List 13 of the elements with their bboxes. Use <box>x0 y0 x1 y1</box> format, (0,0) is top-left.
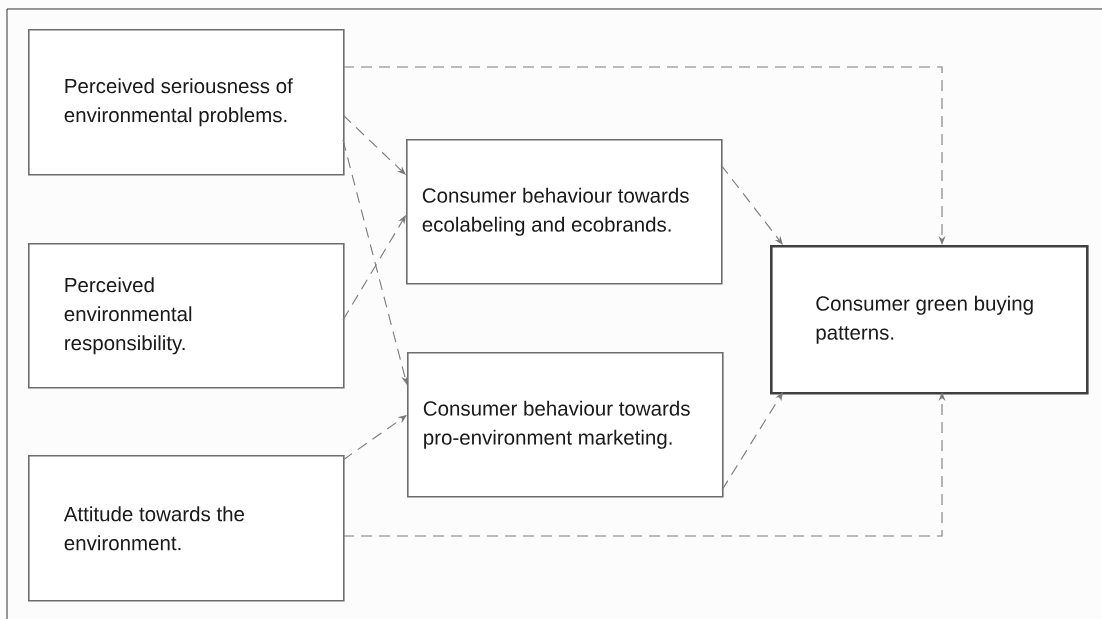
factor-box: Perceived seriousness of environmental problems. <box>28 29 345 176</box>
arrow <box>342 215 406 321</box>
factor-box: Perceived environmental responsibility. <box>28 243 345 389</box>
factor-box: Consumer behaviour towards ecolabeling and ecobrands. <box>406 139 723 285</box>
factor-box: Attitude towards the environment. <box>28 455 345 602</box>
arrow <box>342 66 946 245</box>
factor-box: Consumer behaviour towards pro-environment marketing. <box>407 352 724 498</box>
arrow <box>720 164 783 245</box>
arrow <box>342 139 409 385</box>
arrow <box>721 392 783 491</box>
arrow <box>342 415 407 461</box>
outcome-box: Consumer green buying patterns. <box>770 245 1089 395</box>
arrow <box>342 114 406 175</box>
